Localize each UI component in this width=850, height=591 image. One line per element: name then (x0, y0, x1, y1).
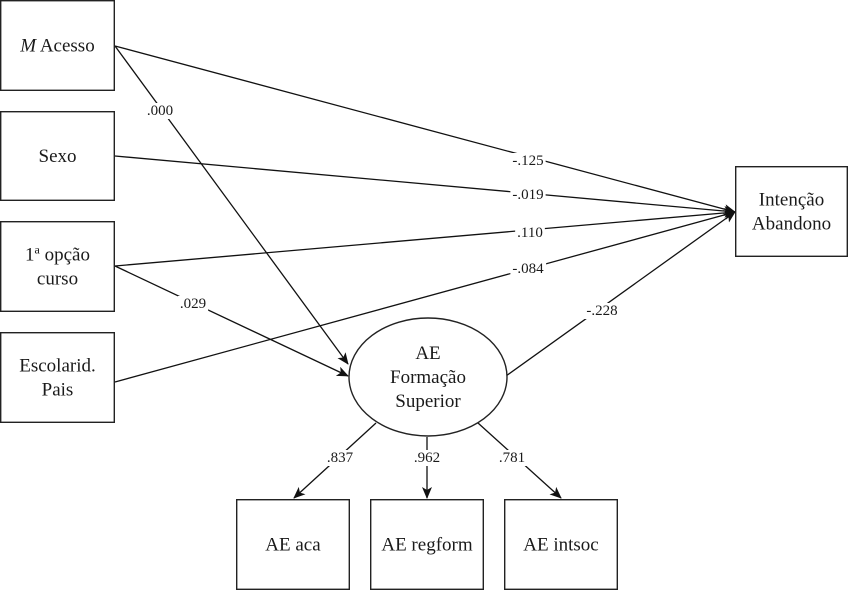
node-label-line: Intenção (759, 190, 824, 211)
edge-ae-formacao-to-intencao-abandono (505, 211, 736, 377)
observed-variable-box (0, 220, 115, 312)
node-label-line: Sexo (39, 146, 77, 167)
node-sexo: Sexo (0, 110, 115, 201)
edges-layer (114, 45, 736, 499)
node-primeira-opcao: 1a opção curso (0, 220, 115, 312)
edge-coefficient: .029 (180, 296, 206, 312)
edge-coefficient: -.019 (512, 187, 543, 203)
node-label-line: AE intsoc (523, 535, 598, 556)
edge-labels-layer: -.125 -.019 .110 -.084 -.228 .000 .029 .837 .962… (144, 103, 620, 466)
edge-label-primeira-opcao-to-intencao-abandono: .110 (515, 225, 545, 241)
node-label-text: AE aca (265, 535, 321, 556)
node-label-line: AE (415, 343, 440, 364)
node-ae-intsoc: AE intsoc (504, 499, 619, 591)
edge-label-background (177, 296, 209, 312)
node-label-line: AE aca (265, 535, 321, 556)
edge-label-background (496, 450, 528, 466)
node-label-text: Abandono (752, 214, 831, 235)
edge-label-background (324, 450, 356, 466)
node-label-line: Superior (395, 391, 461, 412)
node-label-line: 1a opção (25, 243, 90, 266)
edge-coefficient: -.125 (512, 153, 543, 169)
edge-coefficient: -.228 (586, 303, 617, 319)
node-label-line: Escolarid. (19, 356, 96, 377)
node-label-text: Sexo (39, 146, 77, 167)
edge-escolarid-pais-to-intencao-abandono (114, 210, 736, 383)
edge-label-escolarid-pais-to-intencao-abandono: -.084 (510, 261, 547, 277)
node-label-superscript: a (35, 243, 41, 257)
edge-coefficient: .110 (517, 225, 543, 241)
edge-label-background (510, 261, 547, 277)
edge-label-m-acesso-to-intencao-abandono: -.125 (510, 153, 546, 169)
edge-coefficient: -.084 (512, 261, 544, 277)
node-label-line: curso (37, 269, 78, 290)
edge-primeira-opcao-to-intencao-abandono (114, 207, 736, 267)
edge-label-background (584, 303, 620, 319)
node-label-text: Pais (42, 380, 74, 401)
edge-label-m-acesso-to-ae-formacao: .000 (144, 103, 176, 119)
edge-label-background (510, 153, 546, 169)
node-ae-regform: AE regform (370, 499, 485, 591)
edge-sexo-to-intencao-abandono (114, 155, 736, 216)
edge-label-background (510, 187, 546, 203)
node-label-text: Formação (390, 367, 466, 388)
edge-label-ae-formacao-to-ae-aca: .837 (324, 450, 356, 466)
node-label-line: Formação (390, 367, 466, 388)
edge-label-primeira-opcao-to-ae-formacao: .029 (177, 296, 209, 312)
edge-label-sexo-to-intencao-abandono: -.019 (510, 187, 546, 203)
edge-label-ae-formacao-to-ae-intsoc: .781 (496, 450, 528, 466)
edge-label-ae-formacao-to-ae-regform: .962 (411, 450, 443, 466)
edge-label-background (144, 103, 176, 119)
node-label-text: Intenção (759, 190, 824, 211)
edge-label-ae-formacao-to-intencao-abandono: -.228 (584, 303, 620, 319)
node-m-acesso: M Acesso (0, 0, 115, 91)
node-label-line: Abandono (752, 214, 831, 235)
node-label-text: AE intsoc (523, 535, 598, 556)
node-escolarid-pais: Escolarid. Pais (0, 332, 115, 424)
node-label-text: Acesso (36, 36, 95, 57)
node-ae-aca: AE aca (235, 499, 350, 591)
observed-variable-box (504, 499, 619, 591)
observed-variable-box (0, 332, 115, 424)
node-label-text: AE (415, 343, 440, 364)
node-label-text: Superior (395, 391, 461, 412)
edge-coefficient: .962 (414, 450, 440, 466)
observed-variable-box (0, 110, 115, 201)
edge-m-acesso-to-ae-formacao (114, 45, 349, 365)
observed-variable-box (0, 0, 115, 91)
edge-label-background (411, 450, 443, 466)
edge-m-acesso-to-intencao-abandono (114, 45, 736, 214)
latent-variable-ellipse (348, 317, 508, 437)
edge-coefficient: .837 (327, 450, 354, 466)
node-label-text: 1 (25, 245, 35, 266)
node-label-text: Escolarid. (19, 356, 96, 377)
observed-variable-box (370, 499, 485, 591)
observed-variable-box (235, 499, 350, 591)
node-label-line: Pais (42, 380, 74, 401)
edge-coefficient: .781 (499, 450, 525, 466)
edge-coefficient: .000 (147, 103, 173, 119)
edge-primeira-opcao-to-ae-formacao (114, 265, 349, 377)
edge-label-background (515, 225, 545, 241)
node-label-italic: M (19, 36, 37, 57)
node-label-text: curso (37, 269, 78, 290)
node-label-line: M Acesso (19, 36, 94, 57)
observed-variable-box (735, 165, 849, 257)
node-label-line: AE regform (381, 535, 472, 556)
node-label-rest: opção (40, 245, 90, 266)
node-label-text: AE regform (381, 535, 472, 556)
